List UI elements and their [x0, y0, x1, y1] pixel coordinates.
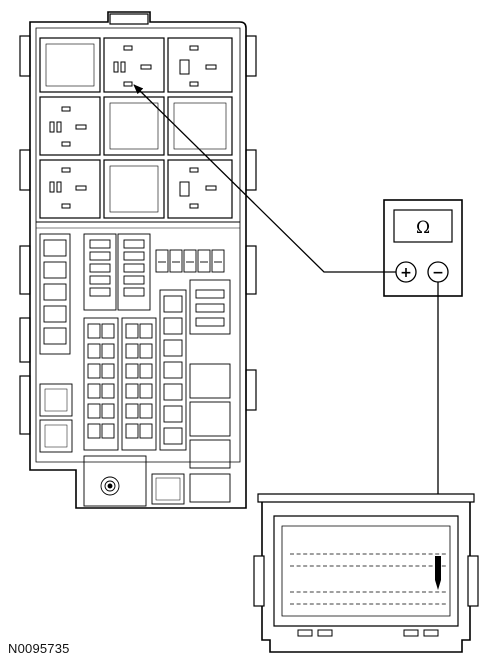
connector	[253, 493, 479, 653]
fuse-icon	[39, 233, 231, 507]
positive-test-lead	[133, 84, 396, 273]
ohm-symbol: Ω	[416, 218, 430, 238]
figure-reference-id: N0095735	[8, 641, 70, 656]
ohmmeter: Ω + −	[383, 199, 463, 297]
relay-icon	[49, 45, 217, 209]
fuse-box	[19, 11, 257, 509]
relay-grid	[39, 37, 233, 219]
ohmmeter-display	[393, 209, 453, 243]
positive-symbol: +	[400, 265, 412, 281]
test-lead-probe-icon	[435, 556, 441, 590]
negative-symbol: −	[432, 265, 444, 281]
